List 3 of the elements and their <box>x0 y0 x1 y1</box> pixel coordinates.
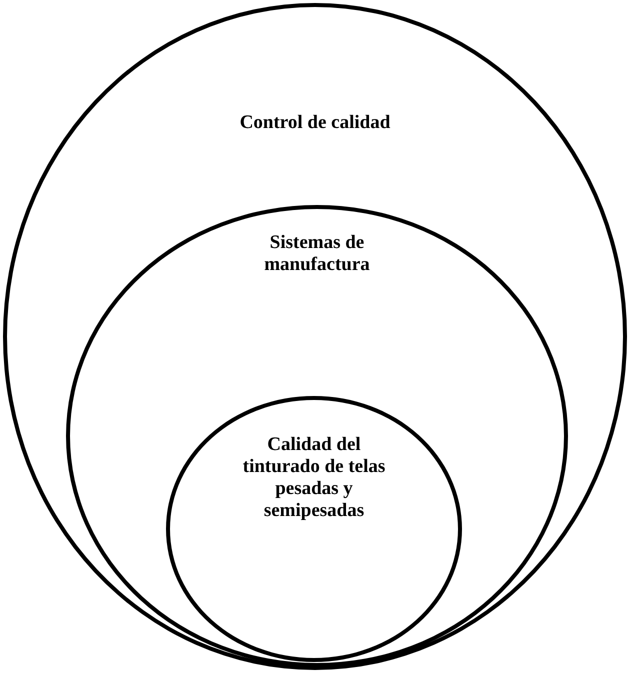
ellipse-label: Sistemas de manufactura <box>263 232 371 276</box>
ellipse-label: Control de calidad <box>238 112 392 134</box>
ellipse-label: Calidad del tinturado de telas pesadas y semipesadas <box>242 434 386 522</box>
